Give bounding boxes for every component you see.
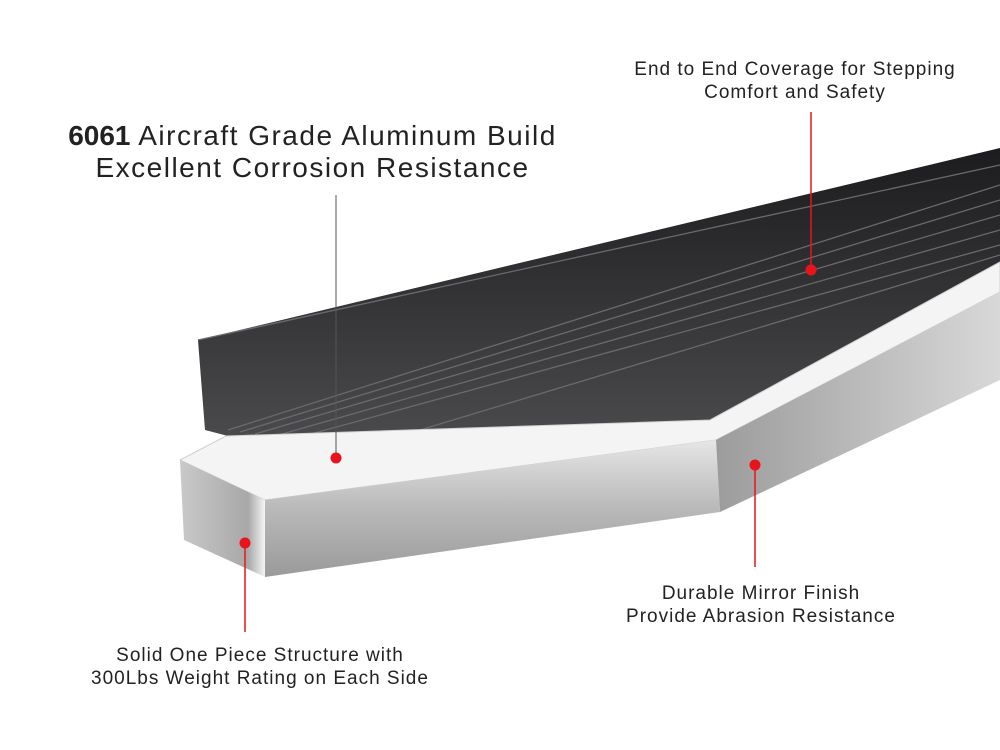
callout-aluminum: 6061 Aircraft Grade Aluminum Build Excel… xyxy=(60,120,565,184)
tread-surface xyxy=(198,148,1000,436)
marker-dot-structure xyxy=(239,537,251,549)
callout-structure-line2: 300Lbs Weight Rating on Each Side xyxy=(91,668,429,689)
chrome-top-edge xyxy=(178,261,1000,501)
callout-aluminum-line2: Excellent Corrosion Resistance xyxy=(95,152,530,183)
chrome-side-face xyxy=(716,292,1000,512)
callout-mirror: Durable Mirror Finish Provide Abrasion R… xyxy=(600,582,922,628)
callout-mirror-line1: Durable Mirror Finish xyxy=(661,583,861,604)
callout-mirror-line2: Provide Abrasion Resistance xyxy=(626,606,896,627)
chrome-front-face xyxy=(265,440,720,577)
callout-aluminum-lead: 6061 xyxy=(68,120,131,151)
callout-aluminum-line1: Aircraft Grade Aluminum Build xyxy=(130,120,557,151)
tread-grooves xyxy=(197,164,1000,438)
callout-coverage-line2: Comfort and Safety xyxy=(704,82,886,103)
callout-structure-line1: Solid One Piece Structure with xyxy=(116,645,404,666)
callout-coverage: End to End Coverage for Stepping Comfort… xyxy=(600,58,990,104)
callout-structure: Solid One Piece Structure with 300Lbs We… xyxy=(60,644,460,690)
marker-dot-coverage xyxy=(805,264,817,276)
marker-dot-aluminum xyxy=(330,452,342,464)
callout-coverage-line1: End to End Coverage for Stepping xyxy=(634,59,956,80)
marker-dot-mirror xyxy=(749,459,761,471)
